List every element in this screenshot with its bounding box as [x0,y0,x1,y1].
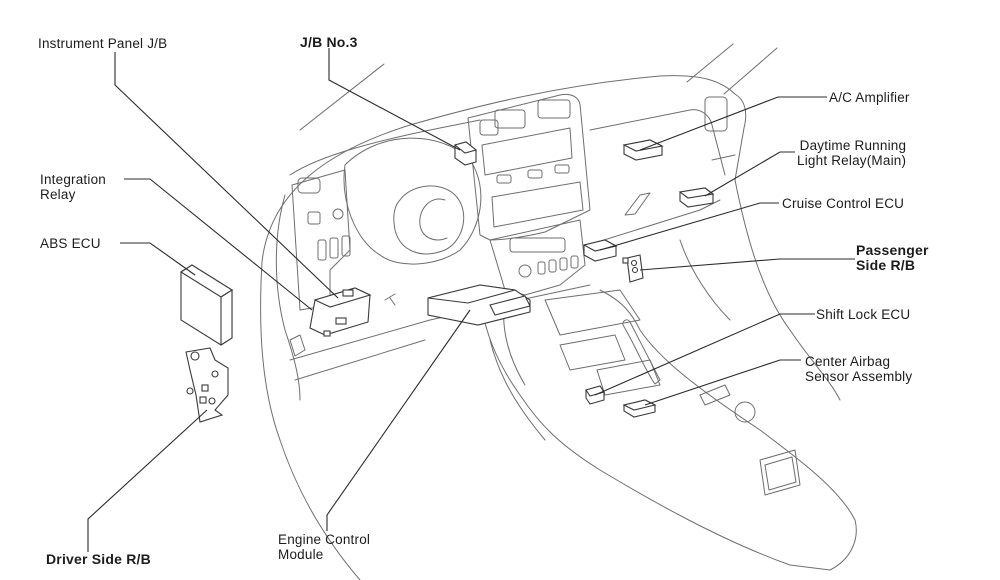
passenger-side-rb-part[interactable] [622,254,644,283]
windshield-pillar-left [299,63,385,131]
dashboard-upper-panel [289,119,481,176]
console-slot [699,384,731,406]
label-ecm-line1: Engine Control [278,532,371,547]
radio-panel [481,127,573,176]
leader-integration-relay [124,178,313,311]
leader-abs-ecu [120,242,196,276]
label-drl-line2: Light Relay(Main) [797,153,907,168]
right-vent [704,96,728,132]
driver-side-rb-part[interactable] [185,347,229,423]
leader-engine-control-module [326,309,471,531]
leader-shift-lock-ecu [594,313,815,396]
cluster-switch-3 [341,235,351,257]
label-ecm-line2: Module [278,547,324,562]
cluster-knob [332,208,344,220]
leader-passenger-side-rb [639,258,855,271]
lower-btn-2 [548,259,557,273]
integration-relay-part[interactable] [309,287,372,337]
lower-btn-4 [570,255,579,269]
leader-driver-side-rb [87,409,208,552]
lower-left-vent [289,334,306,357]
lower-btn-3 [559,257,568,271]
windshield-pillar-right [686,43,778,95]
label-integration-relay: Integration Relay [40,172,106,202]
left-door-edge [260,261,361,580]
display-lower [509,237,566,253]
engine-control-module-part[interactable] [427,284,531,326]
lower-btn-1 [537,261,546,275]
label-cas-line1: Center Airbag [805,354,891,369]
leader-daytime-running-light [704,151,795,197]
instrument-cluster-bezel [291,169,351,311]
button-1 [496,174,512,184]
leader-jb-no3 [328,48,461,151]
label-center-airbag-sensor: Center Airbag Sensor Assembly [805,354,912,384]
cluster-gauge-1 [297,177,321,194]
steering-wheel [343,137,482,265]
label-integration-relay-line1: Integration [40,172,106,187]
console-side [489,339,546,441]
label-ac-amplifier: A/C Amplifier [829,90,910,105]
leader-ac-amplifier [639,96,827,151]
right-door [734,179,841,401]
vent-2 [494,109,526,129]
label-psrb-line1: Passenger [856,242,929,258]
label-shift-lock-ecu: Shift Lock ECU [816,307,911,322]
label-jb-no3: J/B No.3 [300,34,358,50]
lower-dash-edge-2 [294,339,426,381]
console-rear-box [759,449,801,496]
dashboard-top [261,75,747,263]
leader-cruise-control-ecu [599,202,779,251]
leader-center-airbag-sensor [644,359,801,406]
vent-3 [537,99,571,119]
cluster-switch-2 [329,237,339,259]
daytime-running-light-relay-part[interactable] [678,187,715,208]
lower-knob [518,264,532,278]
label-passenger-side-rb: Passenger Side R/B [856,243,929,273]
label-psrb-line2: Side R/B [856,257,916,273]
label-cas-line2: Sensor Assembly [805,369,913,384]
leader-instrument-panel-jb [114,52,339,299]
label-integration-relay-line2: Relay [40,187,76,202]
label-abs-ecu: ABS ECU [40,236,101,251]
cluster-gauge-2 [307,211,321,225]
button-3 [554,164,570,174]
label-driver-side-rb: Driver Side R/B [46,551,151,567]
passenger-inner [679,239,731,321]
steering-logo [419,198,448,241]
cup-holder [734,401,756,423]
label-daytime-running-light-relay: Daytime Running Light Relay(Main) [797,138,906,168]
passenger-dash-upper [589,109,726,176]
console-top [544,289,641,336]
jb-no3-part[interactable] [453,141,478,166]
knee-mark [384,293,396,306]
cluster-switch-1 [317,239,327,261]
label-instrument-panel-jb: Instrument Panel J/B [38,36,168,51]
center-stack-outline [467,93,591,241]
glovebox-handle [624,192,651,216]
label-cruise-control-ecu: Cruise Control ECU [782,196,905,211]
console-tray [559,334,626,371]
steering-hub [393,185,465,255]
label-engine-control-module: Engine Control Module [278,532,370,562]
climate-panel [491,181,584,228]
label-drl-line1: Daytime Running [799,138,907,153]
button-2 [527,169,543,179]
left-inner-panel [275,194,301,401]
shift-gate [596,359,661,396]
shift-lever [622,319,661,385]
abs-ecu-part[interactable] [179,264,234,347]
cruise-control-ecu-part[interactable] [582,239,618,262]
